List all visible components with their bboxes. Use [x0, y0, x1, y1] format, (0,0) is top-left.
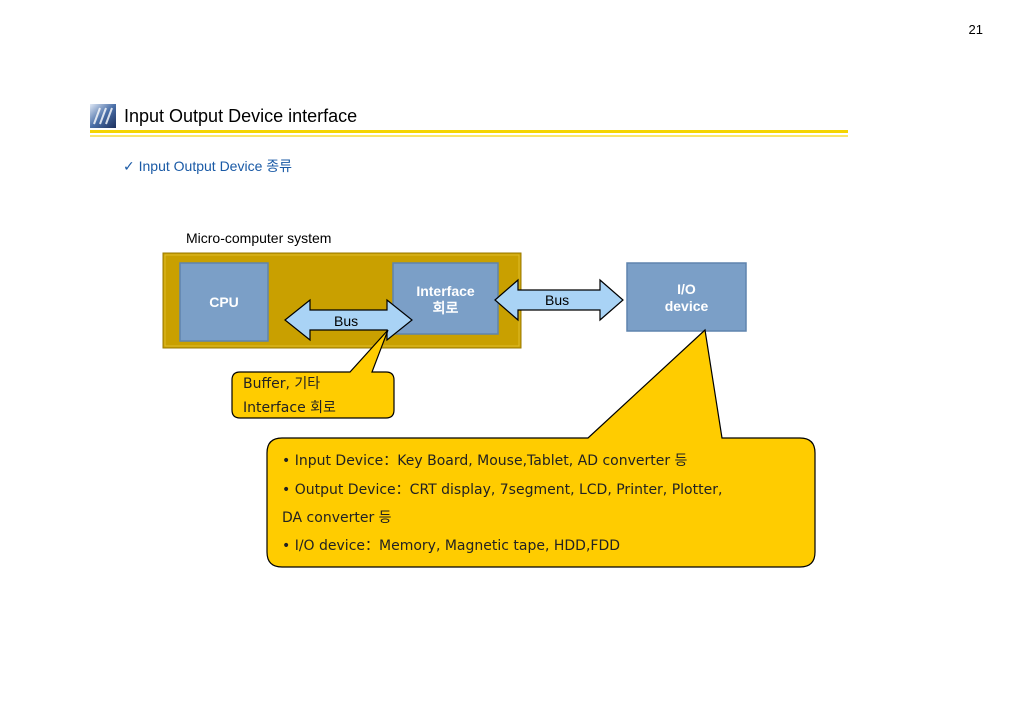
buffer-callout-text: Buffer, 기타 Interface 회로 [243, 372, 336, 420]
title-rule-secondary [90, 135, 848, 137]
interface-label-line2: 회로 [432, 300, 459, 316]
device-list-item: • Input Device：Key Board, Mouse,Tablet, … [282, 453, 688, 469]
interface-label-line1: Interface [416, 283, 475, 299]
interface-box [392, 262, 499, 335]
io-device-label: I/O device [627, 281, 746, 315]
buffer-callout [231, 329, 395, 419]
cpu-box [179, 262, 269, 342]
interface-label: Interface 회로 [393, 283, 498, 317]
device-list-item: • I/O device：Memory, Magnetic tape, HDD,… [282, 538, 621, 554]
bus-inner-label: Bus [334, 313, 359, 329]
bus-outer-label: Bus [545, 292, 570, 308]
io-label-line1: I/O [677, 281, 696, 297]
title-bullet-icon [90, 104, 116, 128]
bus-outer-arrow [494, 278, 624, 322]
device-list-item: DA converter 등 [282, 510, 392, 526]
device-list-callout [266, 328, 816, 568]
cpu-label: CPU [209, 294, 239, 310]
subtitle: ✓ Input Output Device 종류 [123, 158, 293, 174]
title-rule [90, 130, 848, 133]
page-title: Input Output Device interface [124, 106, 358, 126]
io-device-box [626, 262, 747, 332]
system-label: Micro-computer system [186, 230, 332, 246]
bus-inner-arrow [284, 298, 413, 342]
buffer-callout-line2: Interface 회로 [243, 400, 336, 416]
buffer-callout-line1: Buffer, 기타 [243, 376, 321, 392]
page-number: 21 [968, 22, 983, 37]
io-label-line2: device [664, 298, 709, 314]
device-list-item: • Output Device：CRT display, 7segment, L… [282, 482, 723, 498]
